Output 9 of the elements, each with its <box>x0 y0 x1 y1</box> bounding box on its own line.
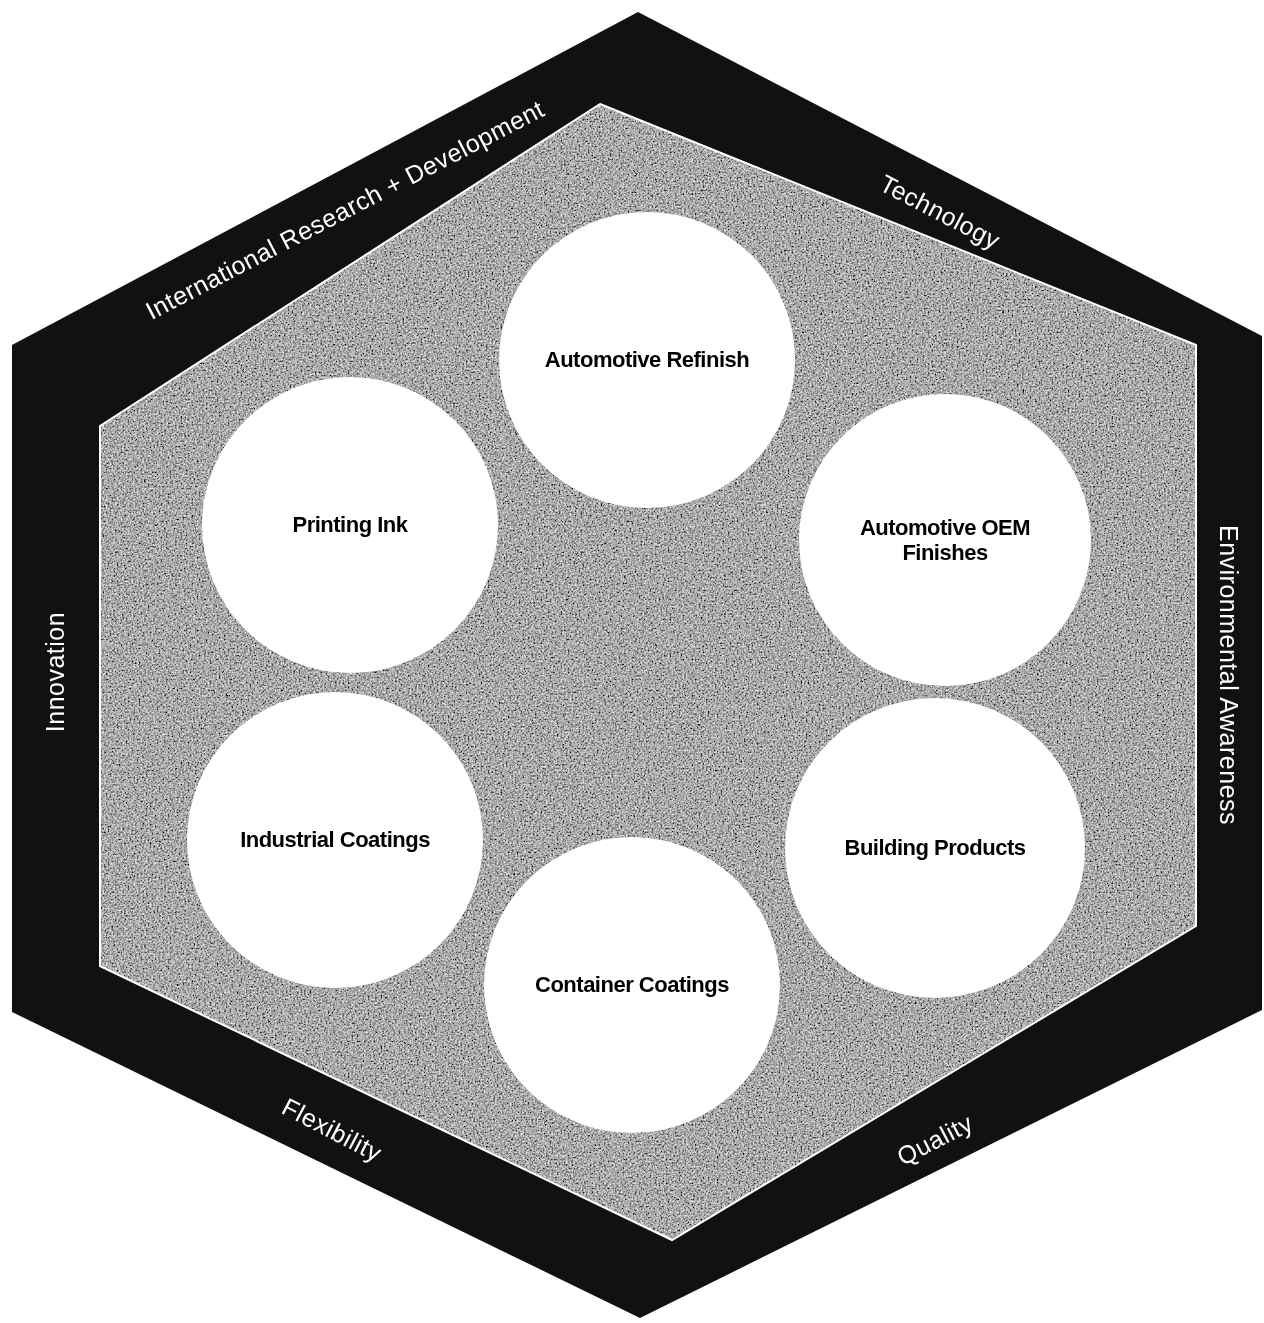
segment-label: Building Products <box>844 835 1026 861</box>
segment-label: Industrial Coatings <box>240 827 430 853</box>
side-label: Innovation <box>40 611 70 733</box>
segment-label: Container Coatings <box>535 972 729 998</box>
hexagon-band <box>10 10 1264 1320</box>
segment-label: Printing Ink <box>292 512 408 538</box>
side-label: Environmental Awareness <box>1213 524 1243 826</box>
segment-label: Automotive Refinish <box>544 347 750 373</box>
segment-label: Automotive OEM Finishes <box>858 514 1032 566</box>
